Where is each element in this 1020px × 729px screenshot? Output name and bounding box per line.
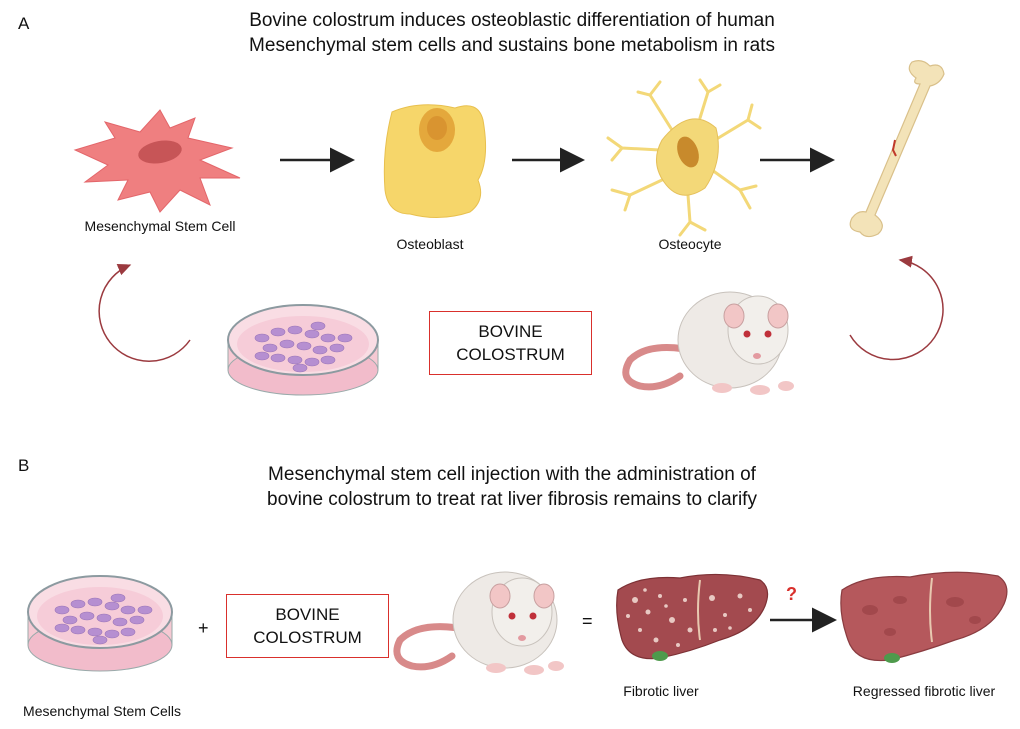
panel-a-title-line2: Mesenchymal stem cells and sustains bone… [249, 35, 775, 56]
fibrotic-liver-icon [616, 573, 769, 661]
bone-icon [849, 60, 945, 238]
bovine-colostrum-box-b: BOVINE COLOSTRUM [226, 594, 389, 658]
box-b-line1: BOVINE [275, 605, 340, 624]
box-a-line2: COLOSTRUM [456, 345, 565, 364]
cycle-arrow-left [98, 264, 191, 362]
rat-b-icon [393, 571, 564, 675]
question-mark: ? [786, 584, 797, 604]
label-osteoblast: Osteoblast [396, 236, 464, 252]
panel-b-title-line2: bovine colostrum to treat rat liver fibr… [267, 489, 757, 510]
panel-b-letter: B [18, 456, 30, 475]
equals-sign: = [582, 611, 593, 631]
panel-a-letter: A [18, 14, 30, 33]
label-fibrotic-liver: Fibrotic liver [623, 683, 699, 699]
label-msc-cells: Mesenchymal Stem Cells [23, 703, 181, 719]
rat-icon [622, 291, 794, 395]
regressed-liver-icon [840, 571, 1008, 663]
cycle-arrow-right [849, 255, 944, 361]
petri-dish-icon [227, 304, 379, 396]
label-msc: Mesenchymal Stem Cell [84, 218, 236, 234]
box-b-line2: COLOSTRUM [253, 628, 362, 647]
petri-dish-cells-icon [27, 575, 173, 672]
mesenchymal-stem-cell-icon [73, 109, 241, 213]
osteocyte-icon [606, 78, 762, 237]
panel-b-title-line1: Mesenchymal stem cell injection with the… [268, 464, 756, 485]
label-regressed-liver: Regressed fibrotic liver [852, 683, 996, 699]
panel-b-title: Mesenchymal stem cell injection with the… [132, 462, 892, 512]
panel-a-title: Bovine colostrum induces osteoblastic di… [132, 8, 892, 58]
bovine-colostrum-box-a: BOVINE COLOSTRUM [429, 311, 592, 375]
plus-sign: + [198, 618, 209, 638]
panel-a-title-line1: Bovine colostrum induces osteoblastic di… [249, 10, 775, 31]
box-a-line1: BOVINE [478, 322, 543, 341]
osteoblast-icon [383, 104, 487, 218]
label-osteocyte: Osteocyte [658, 236, 722, 252]
